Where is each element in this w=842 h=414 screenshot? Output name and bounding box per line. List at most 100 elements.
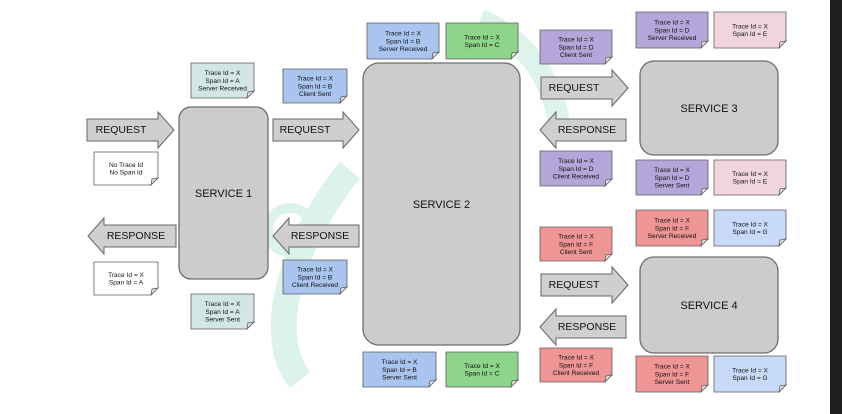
trace-note-line: Trace Id = X [382,359,418,366]
arrow-layer [86,68,629,347]
trace-note-fold [778,187,788,197]
trace-note-fold [150,177,160,187]
trace-note-line: Trace Id = X [464,363,500,370]
trace-note-fold [778,40,788,50]
trace-note-line: Client Received [553,370,600,377]
service-2-box [362,62,521,346]
service-1-label: SERVICE 1 [195,188,252,200]
arrow-request-s1-s2 [272,110,360,150]
trace-note-line: Trace Id = X [558,234,594,241]
trace-note-fold [700,384,710,394]
trace-note-fold [604,253,614,263]
trace-note-line: No Trace Id [109,162,143,169]
trace-note-line: Trace Id = X [297,267,333,274]
trace-note-line: Trace Id = X [108,272,144,279]
arrow-label-request-client: REQUEST [96,124,147,136]
trace-note-line: Span Id = D [654,27,689,34]
trace-note-line: Span Id = C [464,42,499,49]
arrow-request-client-s1 [86,110,175,150]
arrow-labels: REQUEST REQUEST REQUEST REQUEST RESPONSE… [96,82,617,333]
trace-note-line: Trace Id = X [732,24,768,31]
trace-note-fold [604,178,614,188]
trace-note-line: Span Id = D [558,166,593,173]
service-3-label: SERVICE 3 [680,103,737,115]
trace-note-line: Trace Id = X [654,218,690,225]
service-4-box [639,256,779,354]
service-4-label: SERVICE 4 [680,300,737,312]
trace-note-fold [339,286,349,296]
arrow-response-s3-s2 [539,110,627,150]
arrow-label-response-s3-s2: RESPONSE [558,124,616,136]
service-2: SERVICE 2 [362,62,521,346]
trace-note-line: Client Received [292,282,339,289]
trace-note-line: Span Id = F [655,371,689,378]
trace-note-line: Client Sent [560,52,592,59]
arrow-request-s2-s3 [540,68,629,108]
service-1: SERVICE 1 [178,106,269,280]
trace-note-line: Span Id = B [386,38,421,45]
trace-note-line: Trace Id = X [464,35,500,42]
trace-note-fold [428,379,438,389]
trace-note-line: Server Sent [655,182,690,189]
trace-note-line: Client Received [553,173,600,180]
service-3: SERVICE 3 [639,60,779,156]
trace-note-line: Span Id = F [559,362,593,369]
trace-note-line: Server Received [648,233,697,240]
trace-note-fold [700,40,710,50]
service-1-box [178,106,269,280]
trace-note-line: Trace Id = X [654,167,690,174]
arrow-label-response-client: RESPONSE [107,230,165,242]
trace-note-line: Span Id = E [733,179,768,186]
trace-note-line: Span Id = B [298,274,333,281]
trace-note-line: Server Received [379,46,428,53]
trace-note-fold [150,287,160,297]
arrow-response-s2-s1 [272,216,360,256]
trace-note-line: Span Id = D [654,175,689,182]
trace-note-line: Span Id = C [464,371,499,378]
arrow-label-response-s2-s1: RESPONSE [291,230,349,242]
trace-note-line: Client Sent [299,91,331,98]
arrow-label-response-s4-s2: RESPONSE [558,321,616,333]
trace-note-line: Trace Id = X [732,222,768,229]
trace-note-line: Span Id = F [655,225,689,232]
trace-note-line: Span Id = A [109,280,144,287]
trace-note-fold [246,90,256,100]
trace-note-line: Trace Id = X [558,37,594,44]
arrow-label-request-s2-s4: REQUEST [549,279,600,291]
trace-note-fold [700,187,710,197]
trace-note-line: Span Id = E [733,31,768,38]
arrow-response-s4-s2 [539,307,627,347]
arrow-label-request-s1-s2: REQUEST [280,124,331,136]
trace-note-line: Trace Id = X [205,70,241,77]
trace-note-line: Server Sent [205,316,240,323]
service-2-label: SERVICE 2 [413,199,470,211]
trace-note-line: Server Sent [655,379,690,386]
trace-note-line: Span Id = F [559,241,593,248]
arrow-label-request-s2-s3: REQUEST [549,82,600,94]
service-4: SERVICE 4 [639,256,779,354]
trace-note-fold [700,238,710,248]
trace-note-line: Trace Id = X [558,355,594,362]
